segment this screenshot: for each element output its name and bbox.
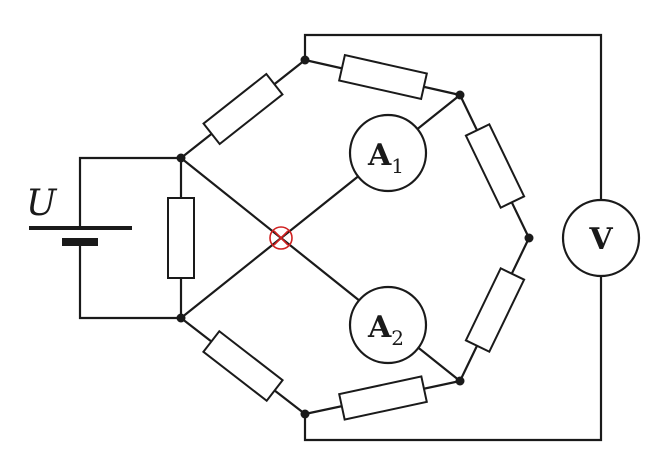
crossing-marker xyxy=(269,226,293,250)
node-right xyxy=(524,233,534,243)
ammeter-1-letter: A xyxy=(367,138,392,173)
junction-nodes xyxy=(176,55,534,419)
wire-voltmeter-bottom xyxy=(303,267,603,442)
voltmeter-label: V xyxy=(588,222,613,257)
resistor-left xyxy=(167,197,195,279)
crossing-marker-circle xyxy=(269,226,293,250)
ammeter-2-letter: A xyxy=(367,310,392,345)
resistor-top xyxy=(337,53,429,101)
ammeter-1-label: A1 xyxy=(367,138,404,178)
resistor-right-lower xyxy=(464,266,526,354)
battery-short-plate xyxy=(62,238,98,246)
node-bottom xyxy=(300,409,310,419)
resistor-lower-left xyxy=(201,329,285,403)
wires xyxy=(78,33,603,442)
wire-battery-top xyxy=(78,156,183,230)
ammeter-2-label: A2 xyxy=(367,310,404,350)
voltmeter: V xyxy=(561,198,641,278)
ammeter-1-index: 1 xyxy=(391,154,404,178)
ammeter-2: A2 xyxy=(348,285,428,365)
ammeter-1: A1 xyxy=(348,113,428,193)
wire-battery-bottom xyxy=(78,240,183,320)
resistor-right-upper xyxy=(464,122,526,210)
resistors xyxy=(167,53,526,421)
node-top xyxy=(300,55,310,65)
resistor-upper-left xyxy=(202,72,284,146)
node-upper-right xyxy=(455,90,465,100)
battery-long-plate xyxy=(29,226,132,230)
crossing-marker-line-b xyxy=(273,230,289,246)
node-left-top xyxy=(176,153,186,163)
ammeter-2-circle xyxy=(348,285,428,365)
node-lower-right xyxy=(455,376,465,386)
resistor-bottom xyxy=(338,375,428,421)
voltmeter-circle xyxy=(561,198,641,278)
wire-voltmeter-top xyxy=(303,33,603,209)
node-left-bottom xyxy=(176,313,186,323)
battery: U xyxy=(26,183,132,246)
ammeter-2-index: 2 xyxy=(391,326,404,350)
ammeter-1-circle xyxy=(348,113,428,193)
voltage-label: U xyxy=(26,183,58,224)
